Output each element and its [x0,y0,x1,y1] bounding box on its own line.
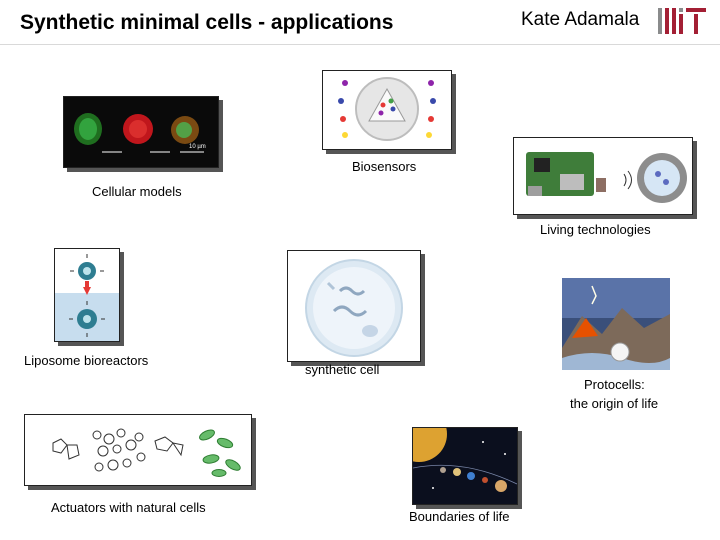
living-technologies-label: Living technologies [540,222,651,237]
synthetic-cell-label: synthetic cell [305,362,380,377]
boundaries-of-life-label: Boundaries of life [409,509,510,524]
slide-title: Synthetic minimal cells - applications [20,11,394,34]
boundaries-of-life-image [412,427,518,505]
biosensors-image [322,70,452,150]
protocells-label-line2: the origin of life [570,396,659,411]
cellular-models-image: 10 µm [63,96,219,168]
liposome-bioreactors-image [54,248,120,342]
header-divider [0,44,720,45]
biosensors-label: Biosensors [352,159,417,174]
living-technologies-image [513,137,693,215]
protocells-label-line1: Protocells: [584,377,645,392]
actuators-label: Actuators with natural cells [51,500,206,515]
cellular-models-label: Cellular models [92,184,182,199]
synthetic-cell-image [287,250,421,362]
protocells-image [562,278,670,370]
slide-header [0,0,720,46]
scale-bar-label: 10 µm [189,144,206,150]
mit-logo [658,8,706,34]
actuators-image [24,414,252,486]
author-name: Kate Adamala [521,9,640,30]
liposome-bioreactors-label: Liposome bioreactors [24,353,149,368]
